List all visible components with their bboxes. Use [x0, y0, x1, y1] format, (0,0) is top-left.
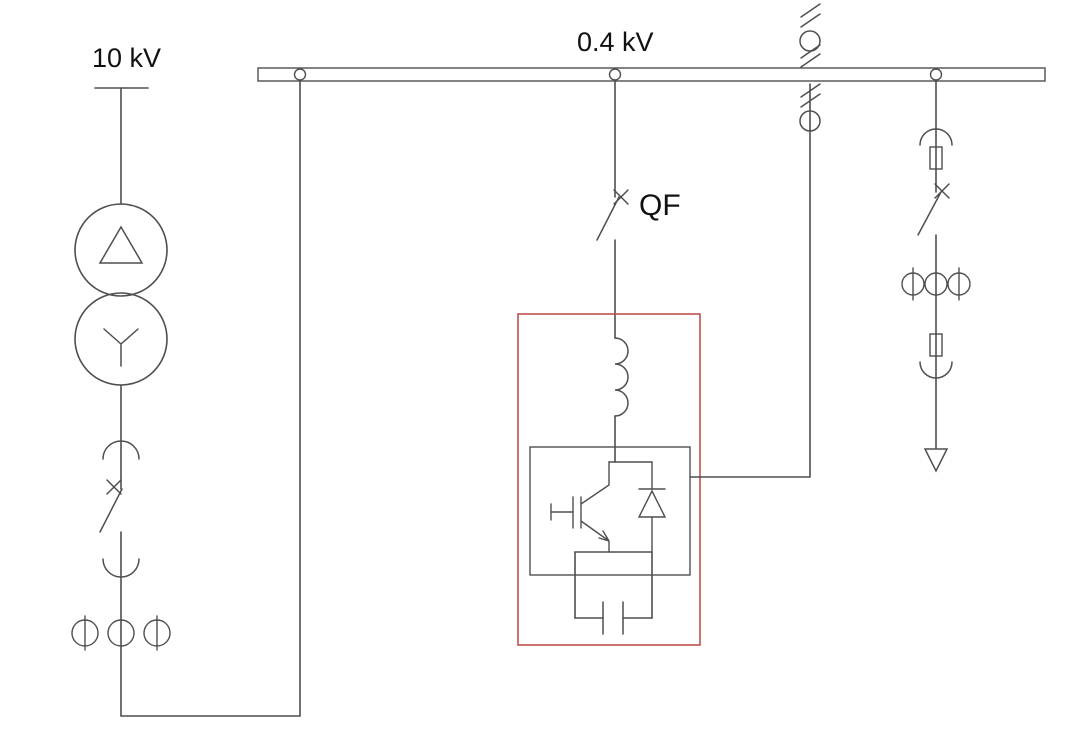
igbt-switch-icon: [550, 461, 653, 553]
fuse-link-slashes-icon: [800, 44, 821, 68]
reactor-coil-icon: [614, 337, 629, 417]
fuse-link-slashes-icon: [800, 83, 821, 108]
converter-module: [517, 313, 701, 646]
converter-highlight-box: [517, 313, 701, 646]
ct-icon: [924, 272, 948, 296]
withdrawable-breaker-left: [99, 384, 140, 578]
ct-icon: [947, 272, 971, 296]
lv-bus-voltage-label: 0.4 kV: [577, 27, 654, 57]
load-arrow-icon: [923, 448, 949, 473]
busbar-0.4kv: [257, 67, 1046, 82]
igbt-emitter-lead-arrow: [580, 520, 610, 553]
igbt-module-box: [529, 446, 691, 576]
busbar-node: [293, 68, 307, 81]
converter-feeder: QF: [517, 80, 811, 646]
busbar-node: [929, 68, 943, 81]
converter-return-wire: [689, 83, 811, 478]
igbt-collector-lead: [580, 461, 610, 505]
outgoing-feeder-right: [901, 80, 971, 473]
breaker-x-mark-icon: [934, 183, 950, 199]
drawout-contact-top-icon: [102, 440, 140, 460]
fuse-icon: [929, 146, 943, 170]
ct-icon: [107, 619, 135, 647]
transformer-primary-winding-icon: [74, 203, 168, 297]
current-transformers-right: [901, 267, 971, 301]
diode-triangle: [637, 489, 667, 518]
drawout-contact-bottom-icon: [919, 361, 953, 379]
breaker-open-contact-icon: [99, 488, 123, 533]
breaker-x-mark-icon: [106, 479, 122, 495]
hv-voltage-label: 10 kV: [92, 43, 161, 73]
current-transformers-left: [71, 615, 171, 651]
fuse-link-slashes-icon: [800, 3, 821, 28]
transformer-secondary-winding-icon: [74, 292, 168, 386]
transformer-symbol: [74, 203, 168, 386]
fuse-icon: [929, 333, 943, 357]
ct-icon: [901, 272, 925, 296]
wye-winding-icon: [103, 328, 139, 367]
lv-busbar-section: 0.4 kV: [257, 27, 1046, 82]
igbt-gate-lead: [550, 503, 574, 521]
fuse-link-circle-icon: [799, 110, 821, 132]
freewheel-diode-icon: [637, 461, 667, 553]
ct-icon: [71, 619, 99, 647]
dc-link-leads: [574, 551, 653, 619]
capacitor-plates: [602, 601, 624, 635]
lv-riser-wire: [120, 80, 301, 717]
drawout-contact-top-icon: [919, 128, 953, 146]
switch-right: [917, 183, 950, 236]
breaker-open-contact-icon: [917, 191, 942, 236]
circuit-breaker-qf: QF: [596, 189, 681, 241]
breaker-open-contact-icon: [596, 196, 620, 241]
fuse-link-circle-icon: [799, 30, 821, 52]
hv-incoming-feeder: 10 kV: [71, 43, 301, 717]
ct-icon: [143, 619, 171, 647]
busbar-node: [608, 68, 622, 81]
dc-capacitor-icon: [574, 601, 653, 635]
fuse-link-column: [799, 3, 821, 132]
delta-winding-icon: [98, 225, 144, 264]
breaker-qf-label: QF: [639, 189, 681, 222]
